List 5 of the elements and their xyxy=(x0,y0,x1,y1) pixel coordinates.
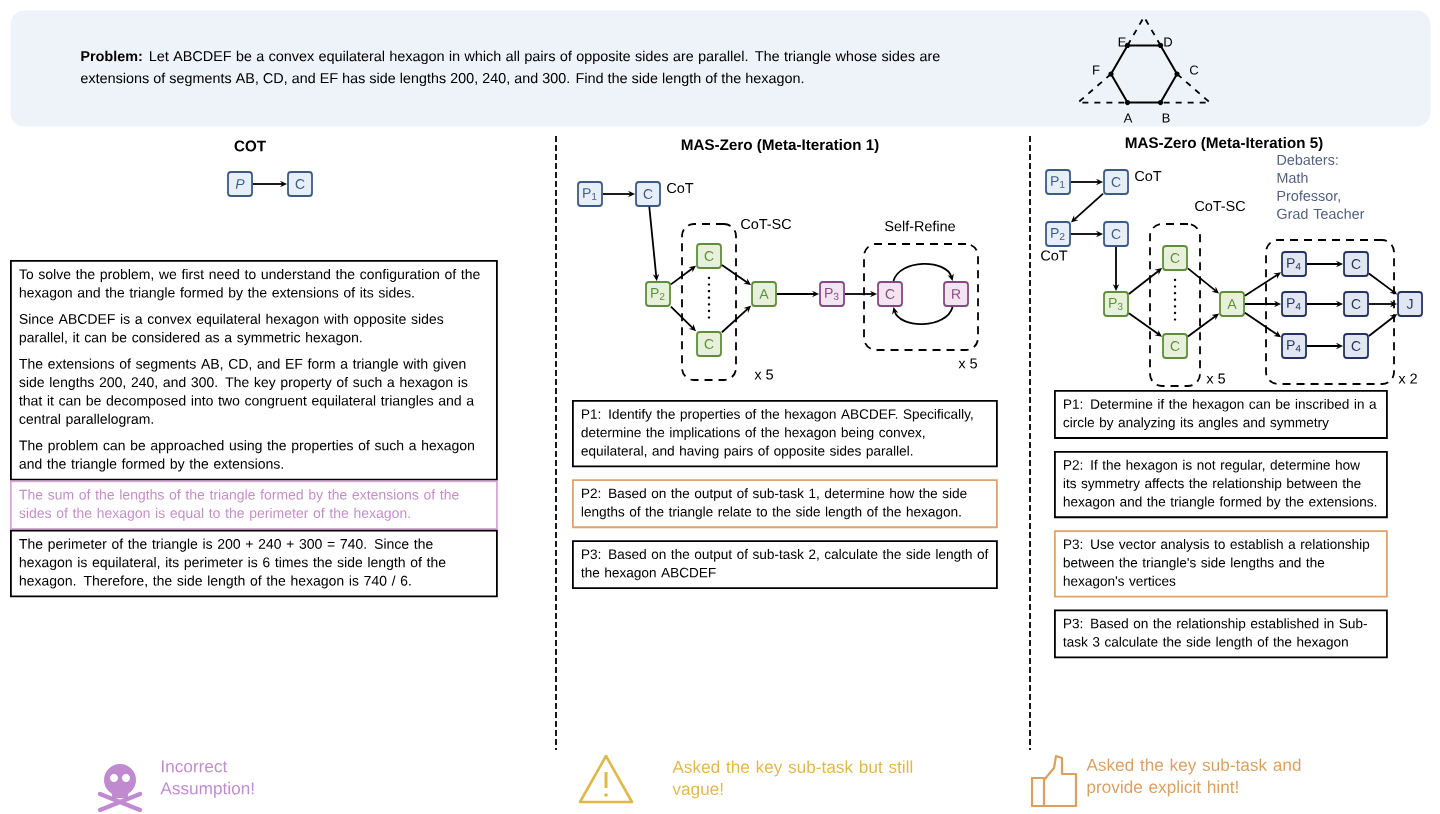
verdict-note: Incorrect Assumption! xyxy=(160,760,254,798)
arrow xyxy=(892,306,954,325)
arrow xyxy=(892,263,954,282)
verdict-note: Asked the key sub-task but still vague! xyxy=(672,760,913,799)
verdict-note: Asked the key sub-task and provide explicit hint! xyxy=(1086,758,1301,797)
